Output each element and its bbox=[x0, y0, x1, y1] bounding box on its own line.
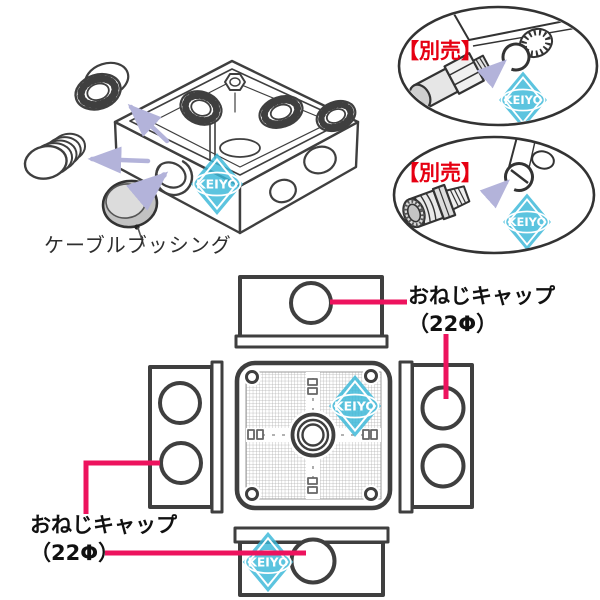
sold-separately-badge-2: 【別売】 bbox=[398, 161, 482, 185]
screw-cap-label-left-line2: （22Φ） bbox=[30, 541, 120, 565]
side-panel-top bbox=[234, 275, 389, 349]
base-plate bbox=[234, 360, 393, 511]
callout-lines bbox=[83, 299, 449, 556]
center-hub bbox=[288, 410, 338, 460]
assembly-arrows bbox=[87, 103, 170, 211]
ring-nut-floating bbox=[74, 61, 130, 111]
knockout-hole bbox=[289, 281, 333, 325]
side-panel-right bbox=[398, 360, 474, 514]
cap-side-view bbox=[23, 132, 87, 180]
ring-nut bbox=[315, 99, 357, 133]
corner-screw-holes bbox=[243, 367, 380, 503]
hex-adapter bbox=[408, 52, 491, 111]
ring-nut bbox=[258, 95, 304, 129]
corrugated-connector bbox=[402, 183, 471, 229]
screw-cap-label-right-line1: おねじキャップ bbox=[408, 284, 555, 308]
junction-box-drawing bbox=[23, 59, 360, 247]
inset-detail-2 bbox=[392, 135, 596, 255]
inset-detail-1 bbox=[397, 5, 599, 127]
knockout-marks bbox=[247, 378, 378, 494]
ring-nut bbox=[179, 90, 223, 126]
knockout-hole bbox=[420, 385, 466, 431]
cable-bushing-label: ケーブルブッシング bbox=[44, 233, 232, 257]
screw-cap-label-right: おねじキャップ （22Φ） bbox=[408, 282, 555, 338]
knockout-hole bbox=[159, 441, 203, 485]
knockout-hole bbox=[289, 537, 337, 585]
screw-cap-label-right-line2: （22Φ） bbox=[408, 312, 498, 336]
screw-cap-label-left: おねじキャップ （22Φ） bbox=[30, 511, 177, 567]
ground-terminal-nut bbox=[224, 73, 246, 113]
knockout-hole bbox=[158, 381, 202, 425]
screw-cap-label-left-line1: おねじキャップ bbox=[30, 513, 177, 537]
knockout-hole bbox=[420, 443, 466, 489]
side-panel-left bbox=[148, 360, 224, 514]
sold-separately-badge-1: 【別売】 bbox=[398, 39, 482, 63]
